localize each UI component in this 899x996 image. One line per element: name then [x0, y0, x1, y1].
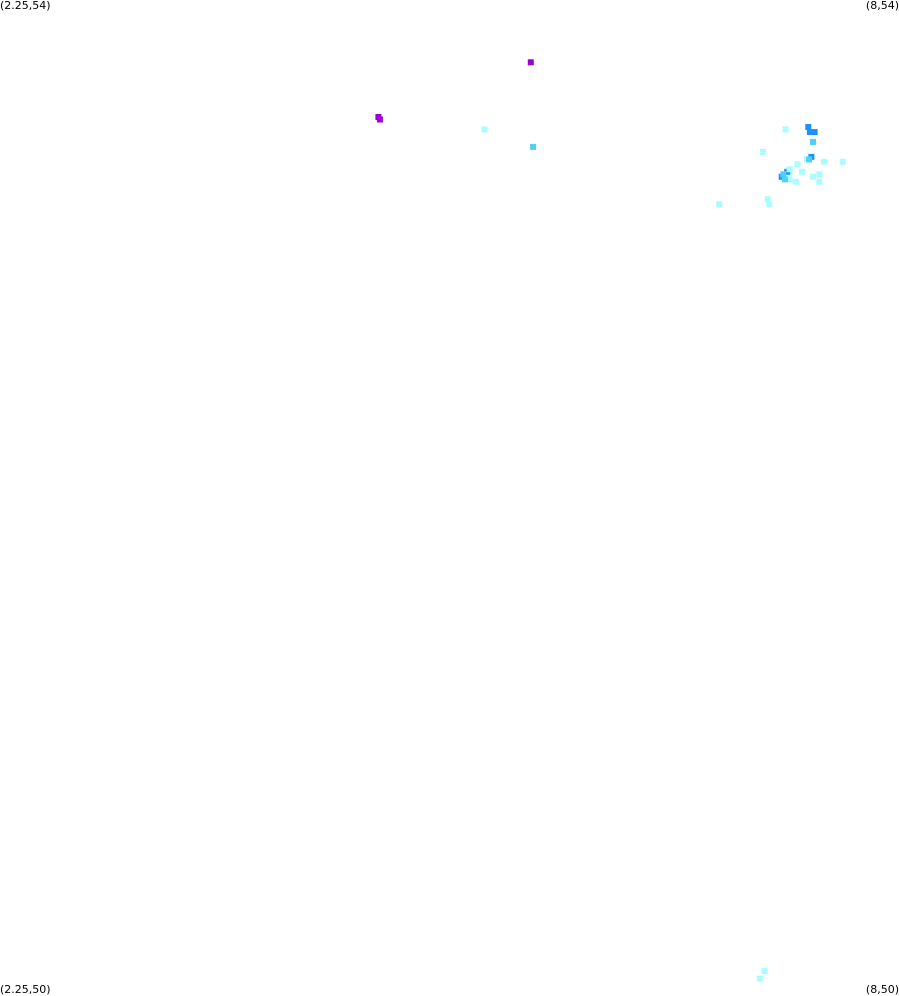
- map-point: [376, 116, 383, 123]
- map-point: [527, 59, 534, 66]
- map-point: [816, 171, 823, 178]
- map-point: [756, 975, 763, 982]
- map-point: [806, 129, 813, 135]
- map-point: [786, 166, 793, 173]
- map-point: [816, 178, 823, 185]
- map-point: [839, 158, 846, 165]
- map-point: [805, 124, 812, 130]
- map-point: [821, 158, 827, 165]
- map-point: [811, 129, 818, 135]
- map-point: [810, 138, 816, 145]
- map-point: [799, 168, 806, 175]
- map-point: [761, 968, 768, 975]
- map-point: [781, 176, 788, 183]
- corner-coordinate-bottom-right: (8,50): [865, 983, 899, 996]
- map-point: [764, 196, 771, 203]
- map-point: [786, 176, 793, 183]
- map-point: [530, 143, 537, 150]
- map-point: [760, 148, 766, 155]
- map-point: [766, 201, 773, 208]
- corner-coordinate-bottom-left: (2.25,50): [0, 983, 51, 996]
- map-point: [792, 178, 799, 185]
- map-point: [782, 126, 789, 133]
- map-point: [806, 156, 813, 163]
- map-point: [716, 201, 723, 208]
- corner-coordinate-top-right: (8,54): [865, 0, 899, 12]
- map-point: [810, 173, 816, 180]
- map-point: [481, 126, 488, 133]
- map-point: [794, 161, 801, 168]
- corner-coordinate-top-left: (2.25,54): [0, 0, 51, 12]
- map-point: [780, 171, 787, 178]
